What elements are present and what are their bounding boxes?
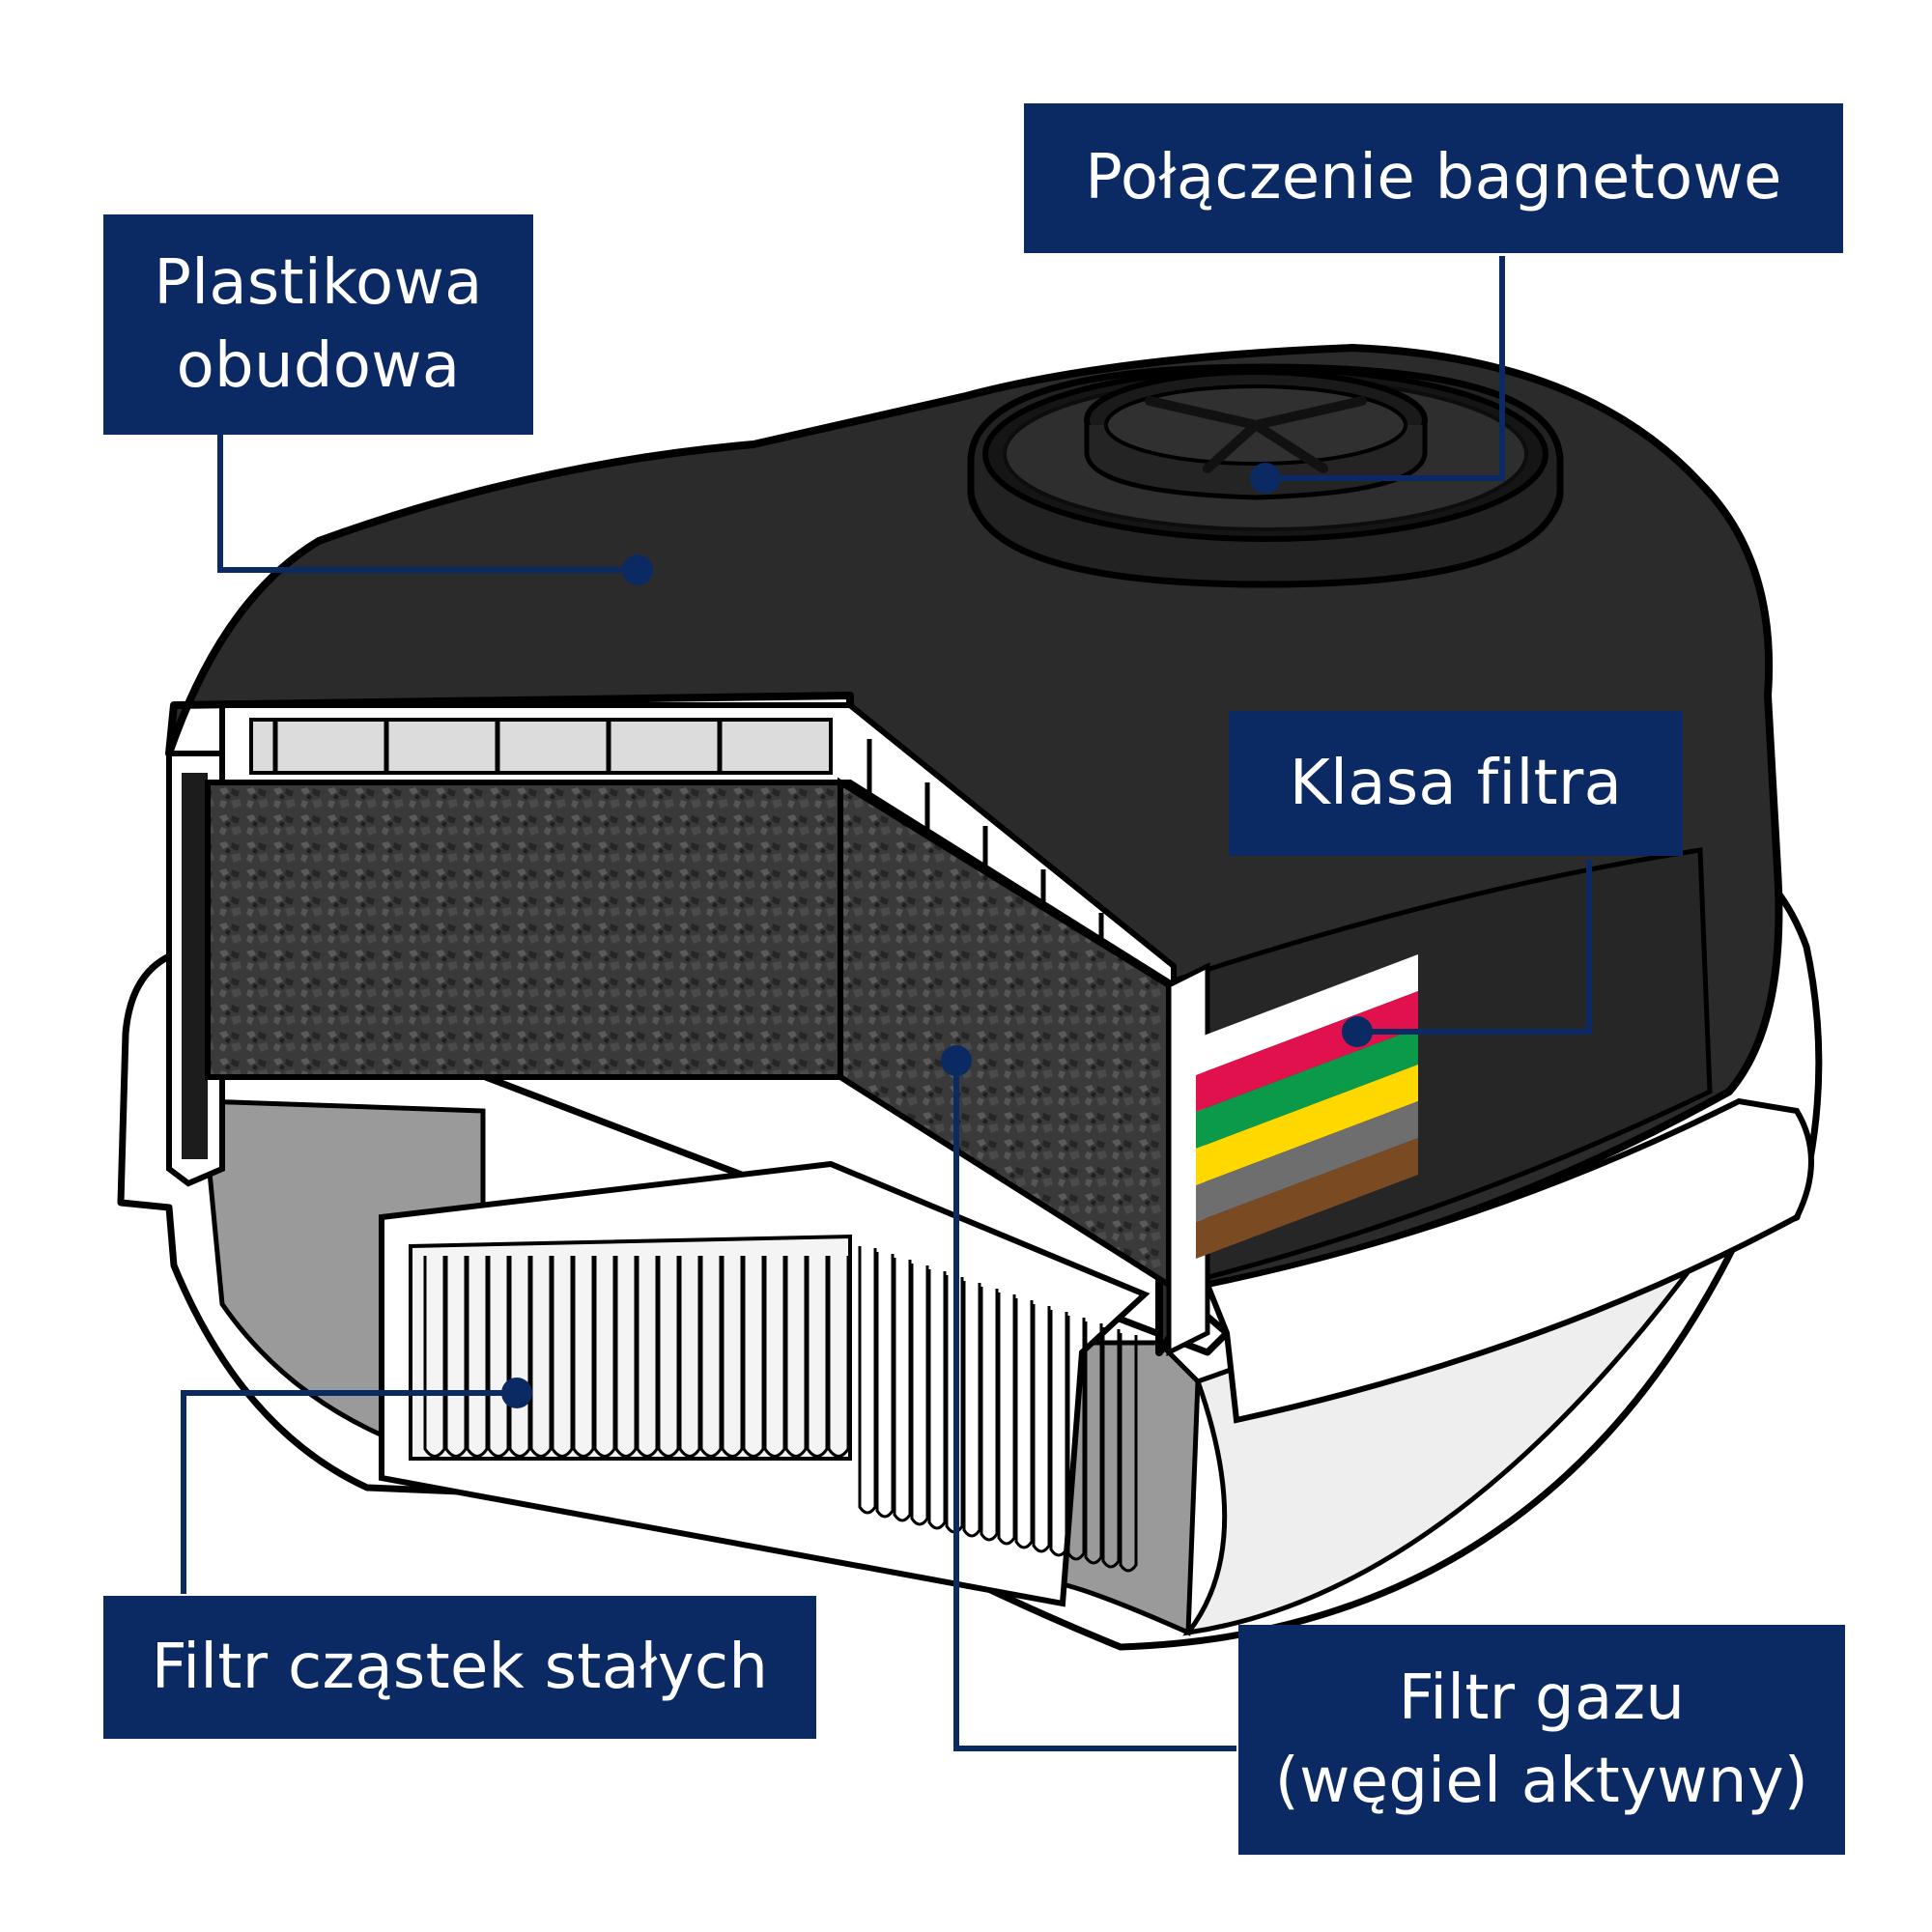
- pleat: [997, 1293, 1016, 1546]
- pleat: [858, 1246, 877, 1515]
- pleat: [466, 1256, 489, 1458]
- pleat: [1032, 1304, 1051, 1553]
- pleat: [827, 1256, 850, 1458]
- leader-filter-class: [1357, 860, 1592, 1035]
- pleat: [508, 1256, 531, 1458]
- pleat: [614, 1256, 638, 1458]
- leader-housing: [217, 435, 638, 573]
- pleat: [657, 1256, 680, 1458]
- pleat: [678, 1256, 701, 1458]
- pleat: [980, 1287, 999, 1542]
- pleat: [699, 1256, 723, 1458]
- label-plastic-housing-line1: Plastikowa: [154, 246, 483, 319]
- filter-class-stripe: [1196, 1065, 1418, 1185]
- filter-class-color-band: [1196, 954, 1418, 1259]
- leader-lines: [181, 256, 1592, 1751]
- label-plastic-housing-line2: obudowa: [176, 330, 461, 402]
- pleat: [487, 1256, 510, 1458]
- pleat: [962, 1281, 981, 1538]
- pleat: [910, 1264, 929, 1526]
- pleat: [572, 1256, 595, 1458]
- dot-housing: [622, 554, 653, 585]
- pleat: [784, 1256, 808, 1458]
- label-filter-class: Klasa filtra: [1229, 711, 1683, 856]
- filter-class-stripe: [1196, 1101, 1418, 1222]
- pleat: [927, 1269, 947, 1530]
- pleat: [875, 1252, 895, 1519]
- leader-gas-filter: [953, 1061, 1236, 1751]
- dot-gas-filter: [941, 1045, 972, 1076]
- label-particle-filter: Filtr cząstek stałych: [103, 1596, 816, 1739]
- label-bayonet-connection-text: Połączenie bagnetowe: [1085, 142, 1782, 214]
- pleat: [742, 1256, 765, 1458]
- pleat: [763, 1256, 786, 1458]
- pleat: [893, 1258, 912, 1522]
- filter-class-stripe: [1196, 1138, 1418, 1259]
- pleat: [636, 1256, 659, 1458]
- particle-filter: [379, 1160, 1151, 1607]
- label-particle-filter-text: Filtr cząstek stałych: [151, 1631, 769, 1703]
- filter-class-stripe: [1196, 1028, 1418, 1149]
- pleat: [1049, 1310, 1068, 1557]
- label-gas-filter: Filtr gazu (węgiel aktywny): [1238, 1625, 1845, 1855]
- pleat: [529, 1256, 553, 1458]
- pleat: [721, 1256, 744, 1458]
- dot-particle-filter: [501, 1378, 532, 1408]
- dot-bayonet: [1250, 463, 1281, 494]
- leader-bayonet: [1265, 256, 1505, 481]
- label-plastic-housing: Plastikowa obudowa: [103, 214, 533, 435]
- pleat: [806, 1256, 829, 1458]
- top-rib-cover: [219, 702, 1177, 991]
- pleat: [444, 1256, 468, 1458]
- pleat: [1101, 1327, 1121, 1569]
- pleat: [1014, 1298, 1034, 1549]
- label-bayonet-connection: Połączenie bagnetowe: [1024, 103, 1843, 253]
- filter-pleats: [423, 1246, 1138, 1573]
- filter-class-stripe: [1196, 954, 1418, 1075]
- label-filter-class-text: Klasa filtra: [1289, 747, 1623, 819]
- pleat: [593, 1256, 616, 1458]
- activated-carbon-block: [205, 777, 1210, 1357]
- label-gas-filter-line1: Filtr gazu: [1398, 1662, 1686, 1734]
- leader-particle-filter: [181, 1390, 517, 1594]
- pleat: [1066, 1316, 1086, 1561]
- pleat: [423, 1256, 446, 1458]
- label-gas-filter-line2: (węgiel aktywny): [1274, 1746, 1809, 1817]
- dot-filter-class: [1342, 1016, 1373, 1047]
- pleat: [1084, 1321, 1103, 1565]
- pleat: [1119, 1333, 1138, 1573]
- leader-dots: [501, 463, 1373, 1408]
- pleat: [551, 1256, 574, 1458]
